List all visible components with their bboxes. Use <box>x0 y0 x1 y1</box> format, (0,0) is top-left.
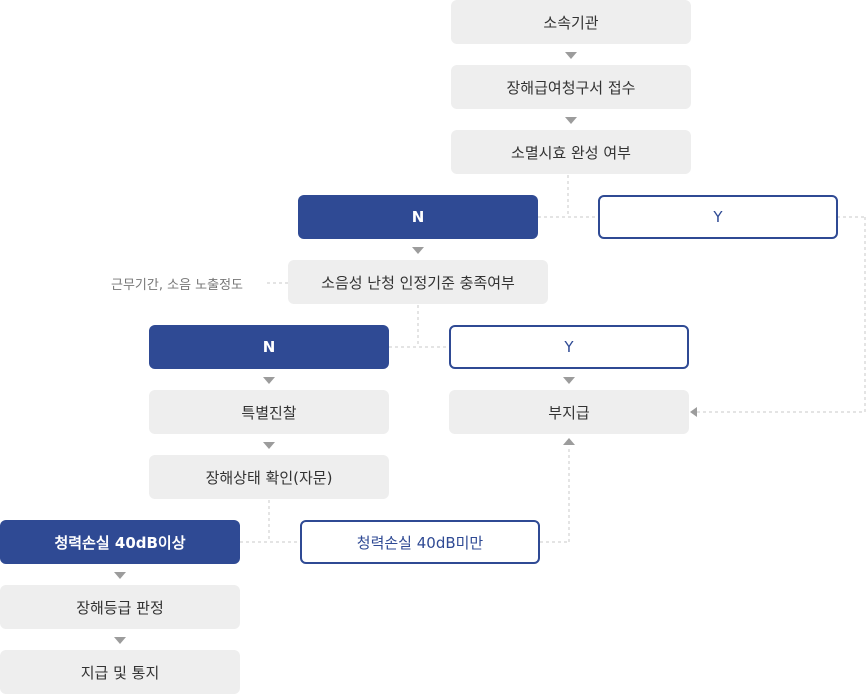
arrow-down-icon <box>263 377 275 384</box>
arrow-down-icon <box>114 572 126 579</box>
node-treatment-complete: 소멸시효 완성 여부 <box>451 130 691 174</box>
node-grade: 장해등급 판정 <box>0 585 240 629</box>
node-status-check: 장해상태 확인(자문) <box>149 455 389 499</box>
node-payment: 지급 및 통지 <box>0 650 240 694</box>
node-no-payment: 부지급 <box>449 390 689 434</box>
node-criteria: 소음성 난청 인정기준 충족여부 <box>288 260 548 304</box>
node-loss-over: 청력손실 40dB이상 <box>0 520 240 564</box>
node-n-second: N <box>149 325 389 369</box>
node-y-second: Y <box>449 325 689 369</box>
arrow-down-icon <box>565 117 577 124</box>
arrow-left-icon <box>690 407 697 417</box>
arrow-up-icon <box>563 438 575 445</box>
node-n-first: N <box>298 195 538 239</box>
criteria-note: 근무기간, 소음 노출정도 <box>111 278 243 293</box>
node-claim-receipt: 장해급여청구서 접수 <box>451 65 691 109</box>
arrow-down-icon <box>114 637 126 644</box>
arrow-down-icon <box>563 377 575 384</box>
node-special-exam: 특별진찰 <box>149 390 389 434</box>
arrow-down-icon <box>263 442 275 449</box>
arrow-down-icon <box>565 52 577 59</box>
arrow-down-icon <box>412 247 424 254</box>
node-agency: 소속기관 <box>451 0 691 44</box>
node-y-first: Y <box>598 195 838 239</box>
node-loss-under: 청력손실 40dB미만 <box>300 520 540 564</box>
